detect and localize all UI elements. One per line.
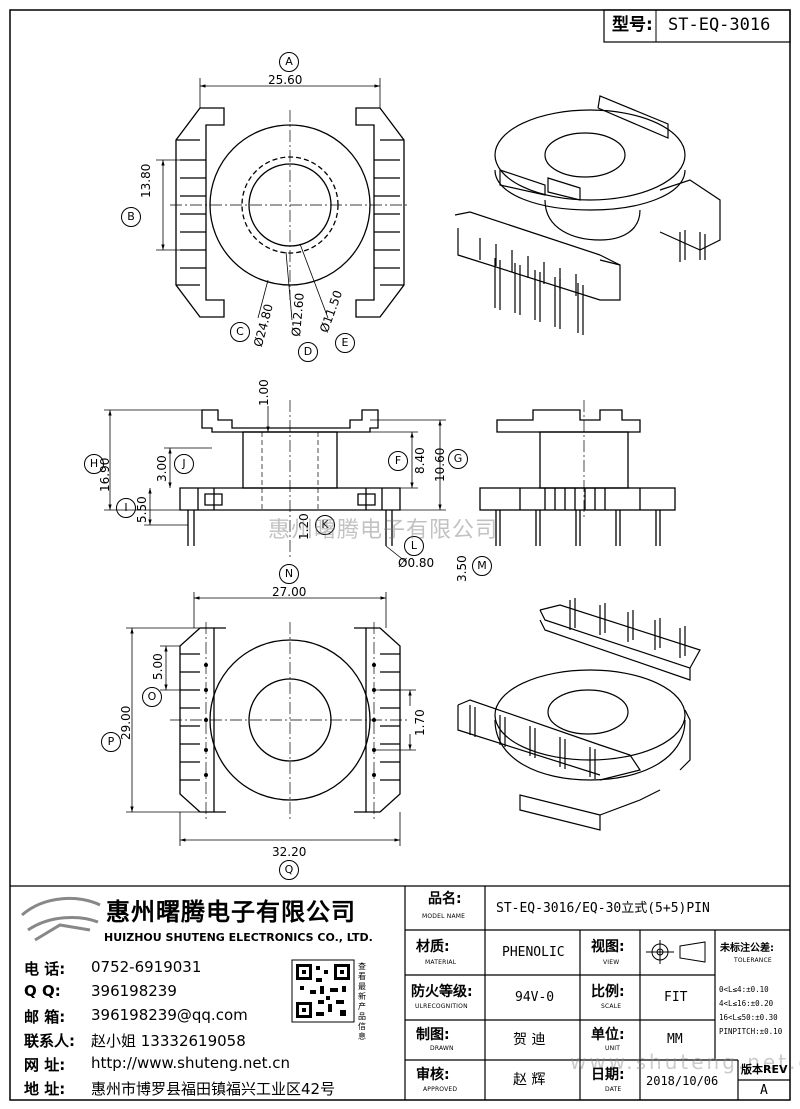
dim-letter-n: N bbox=[279, 564, 299, 584]
dim-letter-l: L bbox=[404, 536, 424, 556]
flame-value: 94V-0 bbox=[515, 990, 555, 1005]
side-view bbox=[479, 409, 676, 546]
dim-letter-f: F bbox=[388, 451, 408, 471]
dim-value-j: 3.00 bbox=[155, 455, 169, 482]
rev-label: 版本REV bbox=[741, 1063, 788, 1076]
drawn-sub: DRAWN bbox=[430, 1045, 454, 1052]
dim-letter-i: I bbox=[116, 498, 136, 518]
tolerance-1: 4<L≤16:±0.20 bbox=[719, 999, 774, 1008]
contact-qq-value: 396198239 bbox=[91, 982, 177, 1000]
unit-sub: UNIT bbox=[605, 1045, 621, 1052]
rev-value: A bbox=[760, 1083, 768, 1098]
dim-value-i: 5.50 bbox=[135, 496, 149, 523]
product-sub: MODEL NAME bbox=[422, 913, 466, 920]
dim-value-pitch: 1.70 bbox=[413, 709, 427, 736]
tolerance-label: 未标注公差: bbox=[720, 943, 774, 954]
contact-qq-label: Q Q: bbox=[24, 982, 61, 1000]
contact-address-value: 惠州市博罗县福田镇福兴工业区42号 bbox=[91, 1080, 336, 1098]
contact-address-label: 地 址: bbox=[24, 1080, 66, 1098]
company-name-cn: 惠州曙腾电子有限公司 bbox=[106, 898, 356, 926]
dim-letter-e: E bbox=[335, 333, 355, 353]
model-value: ST-EQ-3016 bbox=[668, 15, 771, 35]
contact-website-value[interactable]: http://www.shuteng.net.cn bbox=[91, 1054, 291, 1072]
unit-value: MM bbox=[667, 1032, 683, 1047]
projection-symbol bbox=[646, 940, 706, 964]
material-value: PHENOLIC bbox=[502, 945, 565, 960]
drawn-label: 制图: bbox=[416, 1027, 450, 1043]
tolerance-0: 0<L≤4:±0.10 bbox=[719, 985, 769, 994]
dim-letter-q: Q bbox=[279, 860, 299, 880]
dim-value-q: 32.20 bbox=[272, 845, 307, 859]
model-label: 型号: bbox=[612, 15, 653, 35]
flame-label: 防火等级: bbox=[411, 984, 473, 1000]
dim-value-m: 3.50 bbox=[455, 555, 469, 582]
dim-value-a: 25.60 bbox=[268, 73, 303, 87]
dim-letter-m: M bbox=[472, 556, 492, 576]
qr-caption: 查看最新产品信息 bbox=[358, 962, 366, 1041]
date-sub: DATE bbox=[605, 1086, 622, 1093]
dim-letter-d: D bbox=[298, 342, 318, 362]
tolerance-3: PINPITCH:±0.10 bbox=[719, 1027, 783, 1036]
contact-phone-label: 电 话: bbox=[24, 960, 66, 978]
date-value: 2018/10/06 bbox=[646, 1074, 719, 1088]
iso-view-top bbox=[454, 95, 721, 335]
unit-label: 单位: bbox=[591, 1027, 625, 1043]
dim-letter-a: A bbox=[279, 52, 299, 72]
date-label: 日期: bbox=[591, 1067, 625, 1083]
dim-letter-j: J bbox=[174, 454, 194, 474]
scale-sub: SCALE bbox=[601, 1003, 622, 1010]
tolerance-2: 16<L≤50:±0.30 bbox=[719, 1013, 778, 1022]
product-value: ST-EQ-3016/EQ-30立式(5+5)PIN bbox=[496, 901, 710, 916]
approved-label: 审核: bbox=[416, 1067, 450, 1083]
approved-value: 赵 辉 bbox=[513, 1072, 546, 1088]
contact-phone-value: 0752-6919031 bbox=[91, 958, 202, 976]
scale-label: 比例: bbox=[591, 984, 625, 1000]
contact-email-label: 邮 箱: bbox=[24, 1008, 66, 1026]
material-sub: MATERIAL bbox=[425, 959, 457, 966]
flame-sub: ULRECOGNITION bbox=[415, 1003, 468, 1010]
watermark-bottom: www.shuteng.net.cn bbox=[570, 1050, 800, 1074]
product-label: 品名: bbox=[428, 891, 462, 907]
dim-value-b: 13.80 bbox=[139, 163, 153, 198]
dim-value-o: 5.00 bbox=[151, 653, 165, 680]
dim-value-g: 10.60 bbox=[433, 447, 447, 482]
company-name-en: HUIZHOU SHUTENG ELECTRONICS CO., LTD. bbox=[104, 931, 373, 944]
contact-website-label: 网 址: bbox=[24, 1056, 66, 1074]
drawn-value: 贺 迪 bbox=[513, 1032, 546, 1048]
dim-letter-p: P bbox=[101, 732, 121, 752]
dim-letter-c: C bbox=[230, 322, 250, 342]
dim-letter-h: H bbox=[84, 454, 104, 474]
dim-value-p: 29.00 bbox=[119, 705, 133, 740]
dim-value-n: 27.00 bbox=[272, 585, 307, 599]
dim-letter-k: K bbox=[315, 515, 335, 535]
dim-value-d: Ø12.60 bbox=[289, 292, 307, 338]
contact-person-value: 赵小姐 13332619058 bbox=[91, 1032, 246, 1050]
approved-sub: APPROVED bbox=[423, 1086, 458, 1093]
dim-letter-o: O bbox=[142, 687, 162, 707]
contact-email-value: 396198239@qq.com bbox=[91, 1006, 248, 1024]
contact-person-label: 联系人: bbox=[24, 1032, 75, 1050]
iso-view-bottom bbox=[457, 598, 701, 831]
dim-value-f: 8.40 bbox=[413, 447, 427, 474]
company-logo bbox=[21, 896, 101, 942]
qr-code bbox=[291, 959, 355, 1023]
view-label: 视图: bbox=[591, 939, 625, 955]
tolerance-sub: TOLERANCE bbox=[734, 957, 772, 964]
scale-value: FIT bbox=[664, 990, 688, 1005]
watermark-center: 惠州曙腾电子有限公司 bbox=[268, 518, 499, 543]
dim-value-h: 16.90 bbox=[98, 457, 112, 492]
view-sub: VIEW bbox=[603, 959, 620, 966]
dim-value-l: Ø0.80 bbox=[398, 556, 435, 570]
material-label: 材质: bbox=[416, 939, 450, 955]
dim-value-flange-top: 1.00 bbox=[257, 379, 271, 406]
dim-letter-g: G bbox=[448, 449, 468, 469]
dim-letter-b: B bbox=[121, 207, 141, 227]
